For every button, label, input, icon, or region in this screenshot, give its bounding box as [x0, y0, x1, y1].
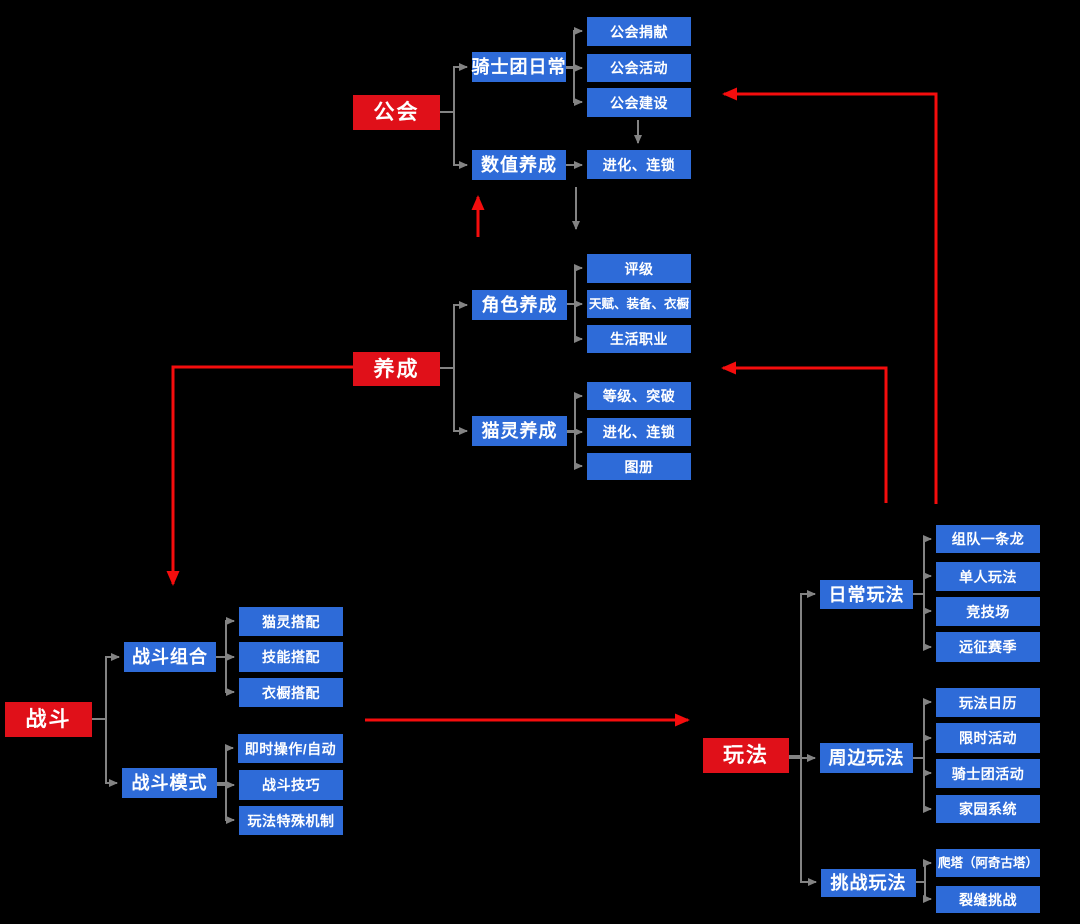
node-home-system: 家园系统	[936, 795, 1040, 823]
arrow-play-to-guild-build	[722, 87, 938, 504]
node-wardrobe-match: 衣橱搭配	[239, 678, 343, 707]
wire-peripheral-to-knightevent	[913, 757, 932, 777]
node-arena: 竞技场	[936, 597, 1040, 626]
wire-mode-to-mechanic	[217, 782, 235, 824]
node-team-dragon: 组队一条龙	[936, 525, 1040, 553]
node-special-mechanic: 玩法特殊机制	[239, 806, 343, 835]
node-solo-play: 单人玩法	[936, 562, 1040, 591]
node-limited-event: 限时活动	[936, 723, 1040, 753]
node-catspirit-growth: 猫灵养成	[472, 416, 567, 446]
wire-daily-to-solo	[913, 572, 932, 595]
node-growth: 养成	[353, 352, 440, 386]
wire-mode-to-realtime	[217, 744, 234, 784]
wire-knight-daily-to-build	[566, 66, 583, 106]
wire-catspirit-to-album	[567, 430, 583, 470]
wire-battle-to-combo	[92, 653, 120, 720]
wire-challenge-to-rift	[916, 881, 932, 903]
node-expedition-season: 远征赛季	[936, 632, 1040, 662]
node-rating: 评级	[587, 254, 691, 283]
node-tower-climb: 爬塔（阿奇古塔）	[936, 849, 1040, 877]
node-evolution-chain-cat: 进化、连锁	[587, 418, 691, 446]
node-level-breakthrough: 等级、突破	[587, 382, 691, 410]
wire-guild-to-numeric-growth	[440, 111, 468, 169]
node-play-calendar: 玩法日历	[936, 688, 1040, 717]
node-knight-event: 骑士团活动	[936, 759, 1040, 788]
node-challenge-play: 挑战玩法	[821, 869, 916, 897]
node-guild-activity: 公会活动	[587, 54, 691, 82]
node-battle: 战斗	[5, 702, 92, 737]
arrow-growth-to-battle	[166, 365, 353, 586]
wire-peripheral-to-limited	[913, 734, 932, 759]
wire-character-to-lifejob	[567, 303, 583, 343]
node-skill-match: 技能搭配	[239, 642, 343, 672]
node-realtime-auto: 即时操作/自动	[238, 734, 343, 763]
node-battle-skill: 战斗技巧	[239, 770, 343, 800]
wire-guild-to-knight-daily	[440, 63, 468, 113]
wire-peripheral-to-calendar	[913, 698, 932, 759]
node-battle-combo: 战斗组合	[124, 642, 216, 672]
node-guild-donation: 公会捐献	[587, 17, 691, 46]
wire-daily-to-arena	[913, 593, 932, 615]
node-rift-challenge: 裂缝挑战	[936, 886, 1040, 913]
wire-play-to-daily	[789, 590, 816, 757]
wire-daily-to-team	[913, 535, 932, 595]
node-character-growth: 角色养成	[472, 290, 567, 320]
wire-peripheral-to-home	[913, 757, 932, 813]
node-guild-build: 公会建设	[587, 88, 691, 117]
node-daily-play: 日常玩法	[820, 580, 913, 609]
node-play: 玩法	[703, 738, 789, 773]
wire-play-to-challenge	[789, 755, 817, 886]
wire-character-to-rating	[567, 264, 583, 305]
wire-growth-to-catspirit	[440, 367, 468, 435]
wire-battle-to-mode	[92, 718, 118, 787]
node-battle-mode: 战斗模式	[122, 768, 217, 798]
wire-daily-to-expedition	[913, 593, 932, 651]
wire-combo-to-wardrobematch	[216, 656, 235, 696]
node-numeric-growth: 数值养成	[472, 150, 566, 180]
wire-catspirit-to-level	[567, 392, 583, 432]
node-life-profession: 生活职业	[587, 325, 691, 353]
node-catspirit-match: 猫灵搭配	[239, 607, 343, 636]
wire-knight-daily-to-donation	[566, 27, 583, 68]
arrow-play-to-growth	[721, 361, 888, 503]
node-album: 图册	[587, 453, 691, 480]
wire-growth-to-character	[440, 301, 468, 369]
node-talent-gear-wardrobe: 天赋、装备、衣橱	[587, 290, 691, 318]
node-evolution-chain-guild: 进化、连锁	[587, 150, 691, 179]
node-knight-daily: 骑士团日常	[472, 52, 566, 82]
wire-combo-to-catmatch	[216, 617, 235, 658]
node-guild: 公会	[353, 95, 440, 130]
node-peripheral-play: 周边玩法	[820, 743, 913, 773]
wire-challenge-to-tower	[916, 859, 932, 883]
